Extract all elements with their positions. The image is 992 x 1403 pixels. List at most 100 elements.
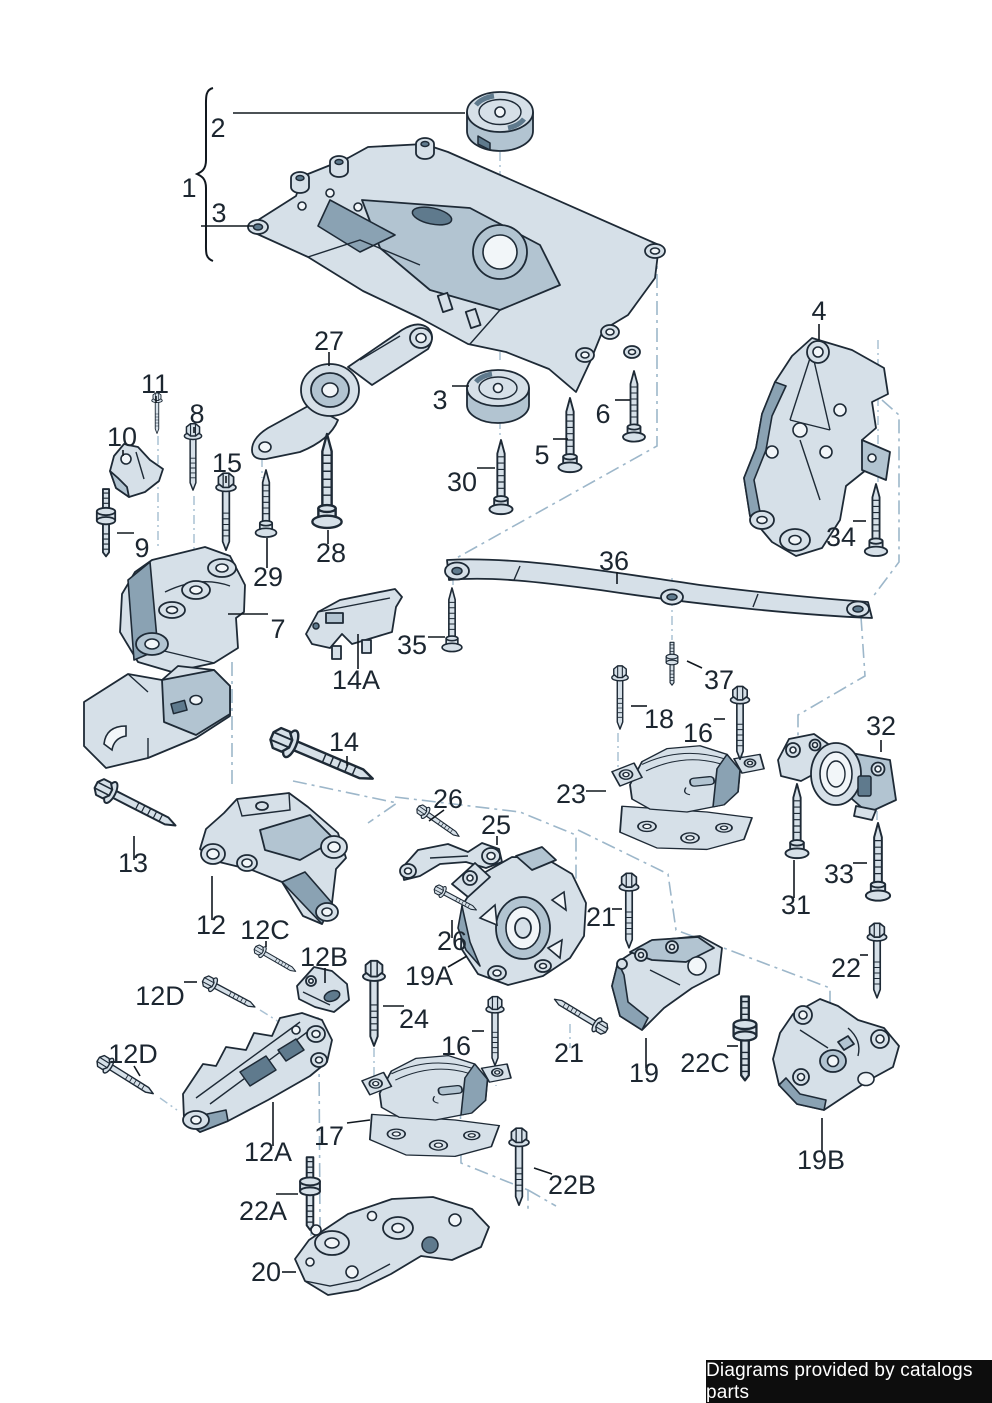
part-label-11[interactable]: 11 <box>141 369 169 399</box>
part-label-26b[interactable]: 26 <box>437 926 467 956</box>
stud-22A <box>299 1156 321 1231</box>
link-arm-25 <box>399 842 503 881</box>
bolt-21-upper <box>618 872 640 949</box>
part-label-22A[interactable]: 22A <box>239 1196 287 1226</box>
bolt-18 <box>611 665 629 730</box>
part-label-2[interactable]: 2 <box>210 113 225 143</box>
part-label-13[interactable]: 13 <box>118 848 148 878</box>
part-label-10[interactable]: 10 <box>107 422 137 452</box>
part-label-26a[interactable]: 26 <box>433 784 463 814</box>
part-label-22B[interactable]: 22B <box>548 1170 596 1200</box>
gearbox-mount-17 <box>361 1054 512 1158</box>
bolt-8 <box>183 422 203 491</box>
part-label-16b[interactable]: 16 <box>441 1031 471 1061</box>
part-label-16a[interactable]: 16 <box>683 718 713 748</box>
part-label-12B[interactable]: 12B <box>300 942 348 972</box>
part-label-23[interactable]: 23 <box>556 779 586 809</box>
part-label-9[interactable]: 9 <box>134 533 149 563</box>
screw-6 <box>622 370 646 443</box>
footer-text: Diagrams provided by catalogs parts <box>706 1359 973 1403</box>
bolt-11 <box>151 392 163 434</box>
support-plate-20 <box>294 1196 490 1296</box>
bolt-21-lower <box>549 991 612 1038</box>
screw-35 <box>441 587 463 653</box>
gearbox-mount-23 <box>611 744 765 851</box>
part-label-21b[interactable]: 21 <box>554 1038 584 1068</box>
part-label-12C[interactable]: 12C <box>240 915 290 945</box>
part-label-7[interactable]: 7 <box>270 614 285 644</box>
screw-29 <box>254 469 278 538</box>
part-label-33[interactable]: 33 <box>824 859 854 889</box>
support-bracket-19B <box>772 998 900 1111</box>
part-label-19A[interactable]: 19A <box>405 961 453 991</box>
stud-22C <box>732 995 758 1082</box>
part-label-25[interactable]: 25 <box>481 810 511 840</box>
part-label-15[interactable]: 15 <box>212 448 242 478</box>
engine-support-bracket-12 <box>199 792 348 925</box>
screw-30 <box>488 439 514 516</box>
bolt-15 <box>215 472 237 552</box>
rubber-mount-3 <box>466 369 530 424</box>
leader-lines <box>117 87 882 1273</box>
part-label-28[interactable]: 28 <box>316 538 346 568</box>
bolt-24 <box>362 959 386 1047</box>
part-label-12[interactable]: 12 <box>196 910 226 940</box>
bolt-14 <box>265 721 380 793</box>
part-label-27[interactable]: 27 <box>314 326 344 356</box>
support-bracket-4 <box>743 337 891 557</box>
part-label-30[interactable]: 30 <box>447 467 477 497</box>
part-label-21a[interactable]: 21 <box>586 902 616 932</box>
part-label-14A[interactable]: 14A <box>332 665 380 695</box>
part-label-37[interactable]: 37 <box>704 665 734 695</box>
bolt-16-lower <box>485 995 505 1067</box>
screw-5 <box>557 397 583 474</box>
part-label-12A[interactable]: 12A <box>244 1137 292 1167</box>
bolt-16-upper <box>729 685 751 761</box>
nut-37 <box>665 641 679 686</box>
part-label-19B[interactable]: 19B <box>797 1145 845 1175</box>
part-label-3[interactable]: 3 <box>211 198 226 228</box>
part-label-12Db[interactable]: 12D <box>108 1039 158 1069</box>
pendulum-support-27 <box>251 323 433 460</box>
connecting-strut-36 <box>444 558 873 619</box>
part-label-14[interactable]: 14 <box>329 727 359 757</box>
screw-28 <box>311 432 343 530</box>
body-rail-part <box>83 665 231 769</box>
part-label-34[interactable]: 34 <box>826 522 856 552</box>
screw-34 <box>863 483 889 557</box>
part-label-22C[interactable]: 22C <box>680 1048 730 1078</box>
rubber-mount-2 <box>466 91 534 152</box>
bolt-12C <box>251 942 300 978</box>
part-label-18[interactable]: 18 <box>644 704 674 734</box>
bolt-13 <box>89 773 182 837</box>
part-label-3b[interactable]: 3 <box>432 385 447 415</box>
part-label-19[interactable]: 19 <box>629 1058 659 1088</box>
part-label-36[interactable]: 36 <box>599 546 629 576</box>
part-label-31[interactable]: 31 <box>781 890 811 920</box>
part-label-22[interactable]: 22 <box>831 953 861 983</box>
bolt-22 <box>866 922 888 999</box>
screw-33 <box>864 822 892 902</box>
screw-31 <box>784 783 810 860</box>
part-label-29[interactable]: 29 <box>253 562 283 592</box>
part-label-24[interactable]: 24 <box>399 1004 429 1034</box>
part-label-32[interactable]: 32 <box>866 711 896 741</box>
retaining-bracket-10 <box>109 443 164 498</box>
part-label-20[interactable]: 20 <box>251 1257 281 1287</box>
frame-connector-lines <box>189 247 900 1228</box>
bearing-bracket-32 <box>777 733 897 821</box>
part-label-6[interactable]: 6 <box>595 399 610 429</box>
stud-9 <box>95 488 117 558</box>
retaining-plate-12B <box>296 966 350 1013</box>
subframe-part <box>247 137 666 393</box>
cover-plate-14A <box>305 588 403 660</box>
part-label-12Da[interactable]: 12D <box>135 981 185 1011</box>
part-label-4[interactable]: 4 <box>811 296 826 326</box>
part-label-17[interactable]: 17 <box>314 1121 344 1151</box>
part-label-35[interactable]: 35 <box>397 630 427 660</box>
part-label-8[interactable]: 8 <box>189 399 204 429</box>
part-label-5[interactable]: 5 <box>534 440 549 470</box>
part-label-1[interactable]: 1 <box>181 173 196 203</box>
